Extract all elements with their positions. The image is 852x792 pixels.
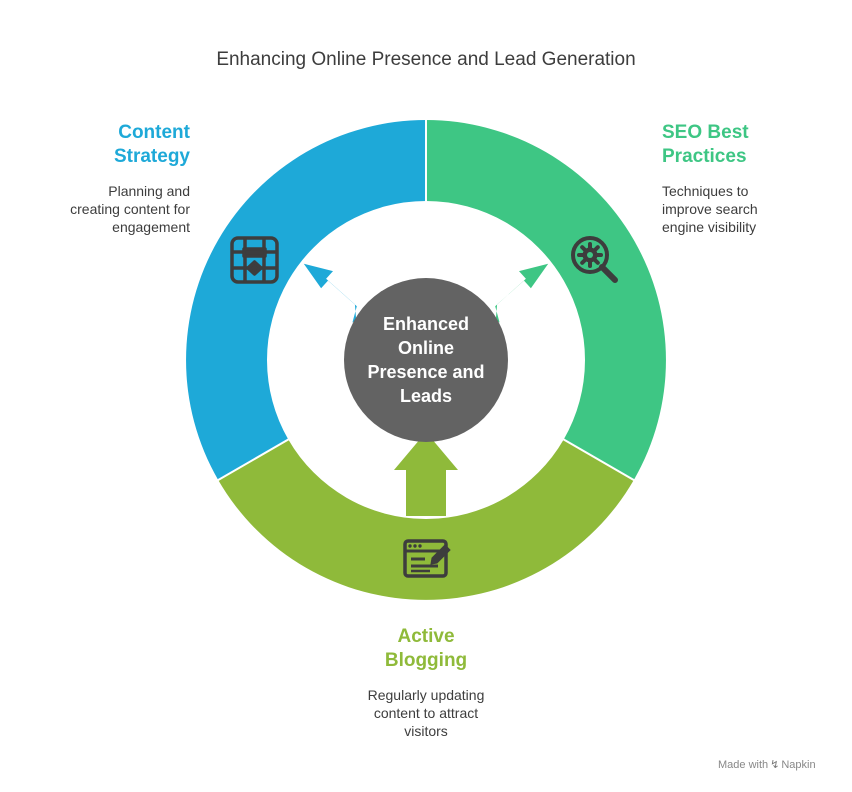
content-strategy-segment — [186, 120, 426, 480]
made-with-text: Made with — [718, 759, 769, 771]
napkin-logo-icon: ↯ — [770, 759, 780, 771]
search-gear-icon — [571, 236, 618, 283]
seo-best-practices-description: Techniques to improve search engine visi… — [662, 183, 758, 235]
active-blogging-segment — [218, 439, 634, 600]
seo-best-practices-heading: SEO Best Practices — [662, 122, 749, 167]
content-arrow — [303, 263, 357, 323]
content-strategy-heading: Content Strategy — [113, 122, 190, 167]
napkin-brand: Napkin — [781, 759, 816, 771]
diagram-title: Enhancing Online Presence and Lead Gener… — [216, 49, 636, 70]
blog-arrow — [394, 432, 458, 516]
active-blogging-description: Regularly updating content to attract vi… — [367, 687, 485, 739]
center-label: Enhanced Online Presence and Leads — [367, 314, 485, 406]
content-strategy-description: Planning and creating content for engage… — [70, 183, 190, 235]
blog-edit-icon — [403, 539, 451, 578]
made-with-footer[interactable]: Made with↯Napkin — [718, 758, 816, 771]
seo-arrow — [495, 263, 549, 323]
seo-best-practices-segment — [426, 120, 666, 480]
active-blogging-heading: Active Blogging — [384, 626, 468, 671]
flowchart-icon — [230, 236, 279, 284]
center-circle — [344, 278, 508, 442]
